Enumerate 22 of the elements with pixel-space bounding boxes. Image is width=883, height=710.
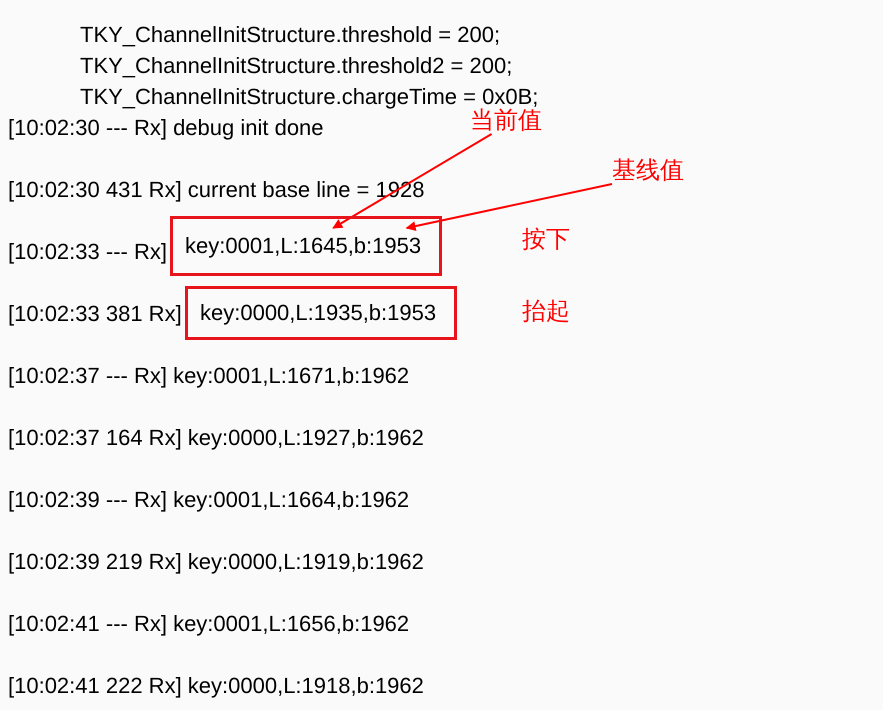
log-line: TKY_ChannelInitStructure.threshold = 200;	[80, 22, 500, 48]
log-value: key:0000,L:1935,b:1953	[200, 300, 436, 326]
log-line: [10:02:37 164 Rx] key:0000,L:1927,b:1962	[8, 425, 424, 451]
log-line: [10:02:37 --- Rx] key:0001,L:1671,b:1962	[8, 363, 410, 389]
log-line: [10:02:39 --- Rx] key:0001,L:1664,b:1962	[8, 487, 410, 513]
log-line: [10:02:30 --- Rx] debug init done	[8, 115, 324, 141]
highlight-box	[170, 216, 442, 276]
annotation: 抬起	[522, 297, 570, 325]
annotation: 当前值	[470, 106, 542, 134]
log-line: [10:02:41 222 Rx] key:0000,L:1918,b:1962	[8, 673, 424, 699]
log-line: TKY_ChannelInitStructure.threshold2 = 200;	[80, 53, 512, 79]
annotation: 按下	[522, 225, 570, 253]
log-line: [10:02:33 381 Rx]	[8, 301, 182, 327]
log-line: TKY_ChannelInitStructure.chargeTime = 0x0B;	[80, 84, 538, 109]
log-value: key:0001,L:1645,b:1953	[185, 233, 422, 259]
arrow	[406, 183, 612, 231]
log-line: [10:02:33 --- Rx]	[8, 239, 167, 265]
arrow	[332, 133, 492, 229]
log-line: [10:02:41 --- Rx] key:0001,L:1656,b:1962	[8, 611, 410, 637]
highlight-box	[185, 286, 458, 340]
log-line: [10:02:39 219 Rx] key:0000,L:1919,b:1962	[8, 549, 424, 575]
annotation: 基线值	[612, 156, 684, 184]
